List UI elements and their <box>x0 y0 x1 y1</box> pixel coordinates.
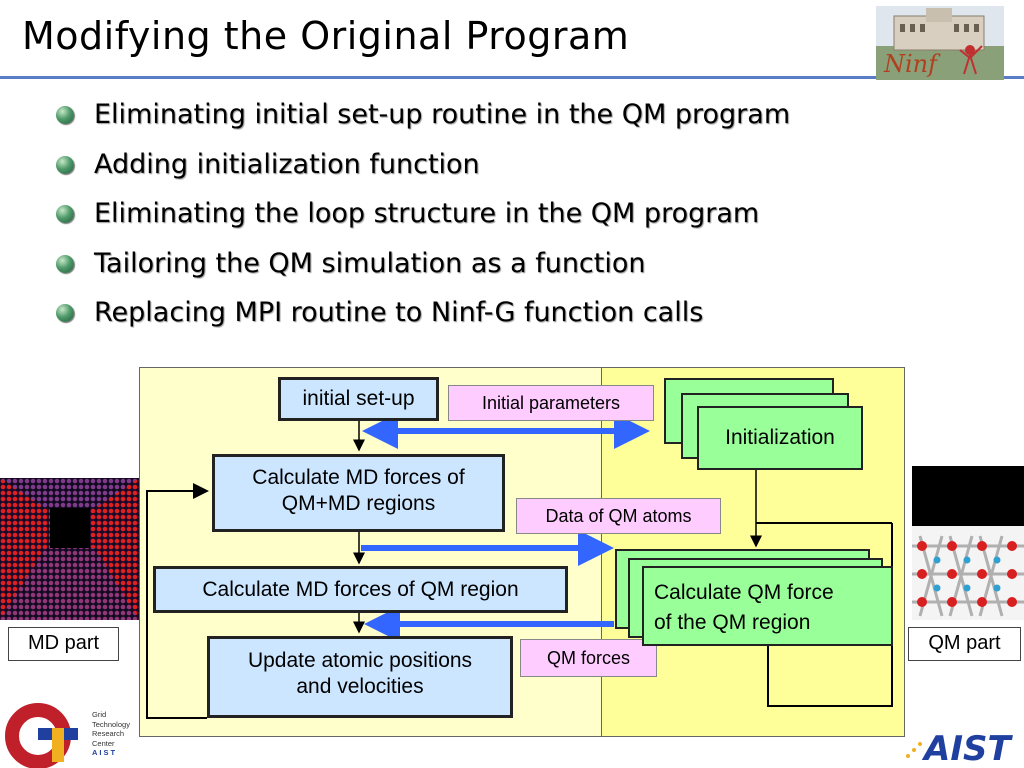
bullet-item: Eliminating the loop structure in the QM… <box>56 193 790 243</box>
bullet-marker-icon <box>56 254 74 273</box>
grc-logo-text: Grid Technology Research Center AIST <box>92 710 130 757</box>
bullet-list: Eliminating initial set-up routine in th… <box>56 94 790 342</box>
qm-part-label: QM part <box>908 627 1021 661</box>
bullet-marker-icon <box>56 106 74 124</box>
data-qm-atoms-label: Data of QM atoms <box>516 498 721 534</box>
initial-setup-box: initial set-up <box>278 377 439 421</box>
calc-md-forces-box: Calculate MD forces of QM+MD regions <box>212 454 505 532</box>
svg-text:Ninf: Ninf <box>883 50 941 78</box>
qm-crystal-image <box>912 466 1024 620</box>
md-simulation-image <box>0 478 139 620</box>
calc-md-qm-region-box: Calculate MD forces of QM region <box>153 566 568 613</box>
svg-text:AIST: AIST <box>921 729 1013 768</box>
calc-qm-force-box: Calculate QM force of the QM region <box>642 566 893 646</box>
bullet-marker-icon <box>56 205 74 223</box>
md-part-label: MD part <box>8 627 119 661</box>
ninf-logo: Ninf <box>876 6 1004 80</box>
slide-title: Modifying the Original Program <box>22 14 630 58</box>
bullet-item: Replacing MPI routine to Ninf-G function… <box>56 292 790 342</box>
bullet-item: Tailoring the QM simulation as a functio… <box>56 243 790 293</box>
bullet-marker-icon <box>56 304 74 322</box>
bullet-item: Adding initialization function <box>56 144 790 194</box>
bullet-marker-icon <box>56 155 74 174</box>
initial-parameters-label: Initial parameters <box>448 385 654 421</box>
bullet-item: Eliminating initial set-up routine in th… <box>56 94 790 144</box>
grc-logo <box>5 703 78 768</box>
title-divider <box>0 76 1024 79</box>
aist-logo: AIST <box>906 729 1013 768</box>
qm-forces-label: QM forces <box>520 639 657 677</box>
initialization-box: Initialization <box>697 406 863 470</box>
update-positions-box: Update atomic positions and velocities <box>207 636 513 718</box>
